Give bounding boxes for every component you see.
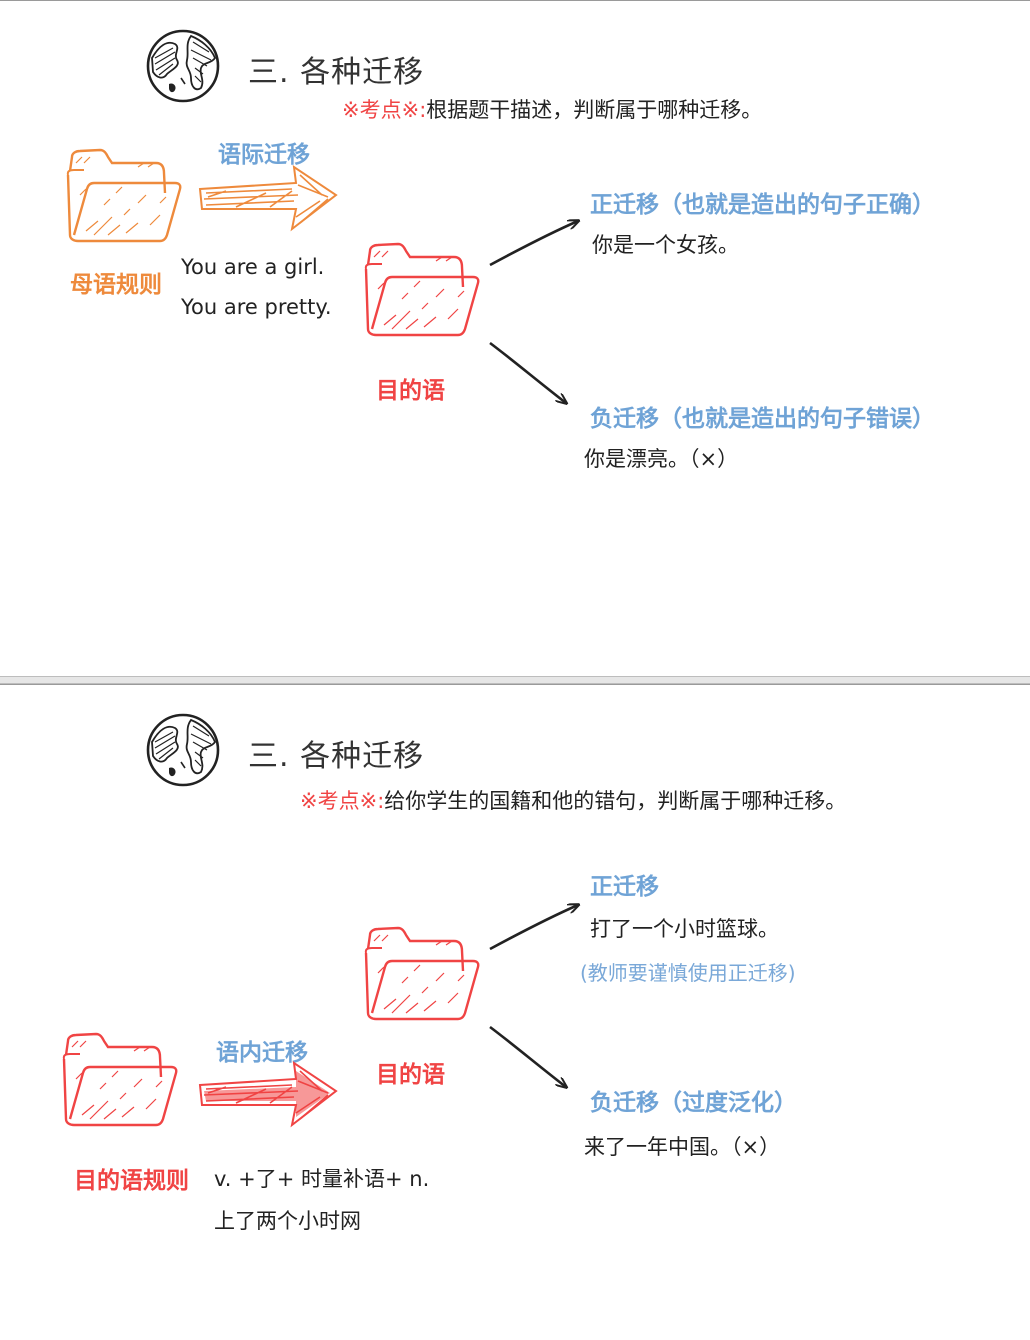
positive-example: 打了一个小时篮球。 xyxy=(590,917,779,941)
positive-example: 你是一个女孩。 xyxy=(592,233,739,257)
page-title: 三. 各种迁移 xyxy=(248,55,425,90)
slide-separator xyxy=(0,676,1030,684)
globe-icon xyxy=(146,713,220,787)
page-title: 三. 各种迁移 xyxy=(248,739,425,774)
negative-title: 负迁移（过度泛化） xyxy=(590,1090,797,1116)
folder-icon xyxy=(66,148,182,243)
positive-note: (教师要谨慎使用正迁移) xyxy=(580,961,796,985)
source-example-1: v. +了+ 时量补语+ n. xyxy=(214,1167,430,1191)
source-label: 母语规则 xyxy=(70,272,162,298)
source-example-2: You are pretty. xyxy=(181,295,332,319)
globe-icon xyxy=(146,29,220,103)
exam-point-mark: ※考点※: xyxy=(300,789,385,813)
arrow-icon xyxy=(489,215,586,405)
exam-point-mark: ※考点※: xyxy=(342,98,427,122)
folder-icon xyxy=(364,926,480,1021)
negative-example: 来了一年中国。（×） xyxy=(584,1135,781,1159)
target-label: 目的语 xyxy=(376,1062,445,1088)
positive-title: 正迁移 xyxy=(590,874,659,900)
source-label: 目的语规则 xyxy=(74,1168,189,1194)
slide-2: 三. 各种迁移 ※考点※:给你学生的国籍和他的错句，判断属于哪种迁移。 目的语 … xyxy=(0,684,1030,1340)
target-label: 目的语 xyxy=(376,378,445,404)
source-example-1: You are a girl. xyxy=(181,255,325,279)
sketch-arrow-icon xyxy=(199,166,337,230)
exam-point-text: 给你学生的国籍和他的错句，判断属于哪种迁移。 xyxy=(384,789,847,813)
negative-example: 你是漂亮。（×） xyxy=(584,447,739,471)
exam-point: ※考点※:根据题干描述，判断属于哪种迁移。 xyxy=(342,94,762,124)
transfer-label: 语际迁移 xyxy=(218,142,310,168)
arrow-icon xyxy=(489,899,586,1089)
exam-point-text: 根据题干描述，判断属于哪种迁移。 xyxy=(426,98,763,122)
source-example-2: 上了两个小时网 xyxy=(214,1209,361,1233)
folder-icon xyxy=(364,242,480,337)
exam-point: ※考点※:给你学生的国籍和他的错句，判断属于哪种迁移。 xyxy=(300,785,846,815)
negative-title: 负迁移（也就是造出的句子错误） xyxy=(590,406,935,432)
positive-title: 正迁移（也就是造出的句子正确） xyxy=(590,192,935,218)
folder-icon xyxy=(62,1032,178,1127)
slide-1: 三. 各种迁移 ※考点※:根据题干描述，判断属于哪种迁移。 母语规则 语际迁移 … xyxy=(0,0,1030,471)
sketch-arrow-icon xyxy=(199,1062,337,1126)
transfer-label: 语内迁移 xyxy=(216,1040,308,1066)
